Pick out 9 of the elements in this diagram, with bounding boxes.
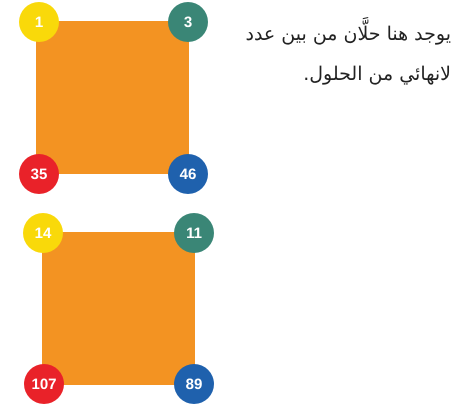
number-circle: 46	[168, 154, 208, 194]
number-circle: 3	[168, 2, 208, 42]
paragraph: يوجد هنا حلَّان من بين عدد لانهائي من الحلول.	[219, 14, 451, 94]
number-circle: 89	[174, 364, 214, 404]
number-circle: 14	[23, 213, 63, 253]
number-circle: 107	[24, 364, 64, 404]
number-circle: 11	[174, 213, 214, 253]
number-circle: 1	[19, 2, 59, 42]
number-circle: 35	[19, 154, 59, 194]
